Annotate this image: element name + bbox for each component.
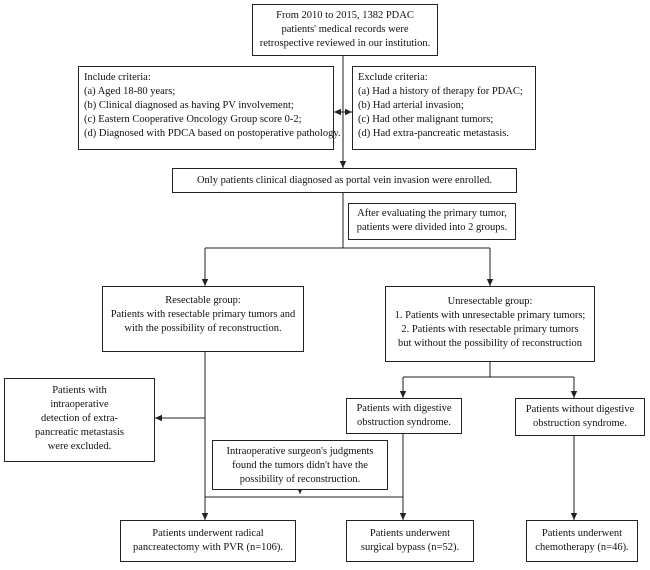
unresectable-line-2: 1. Patients with unresectable primary tu…	[394, 310, 586, 321]
digestive-line-2: obstruction syndrome.	[357, 417, 451, 428]
judgment-line-3: possibility of reconstruction.	[239, 474, 361, 485]
box-resectable-group: Resectable group: Patients with resectab…	[102, 286, 304, 352]
metastasis-line-2: intraoperative	[50, 399, 109, 410]
source-line-3: retrospective reviewed in our institutio…	[259, 38, 431, 49]
box-chemotherapy: Patients underwent chemotherapy (n=46).	[526, 520, 638, 562]
unresectable-line-3: 2. Patients with resectable primary tumo…	[401, 324, 579, 335]
bypass-line-2: surgical bypass (n=52).	[360, 542, 460, 553]
box-surgical-bypass: Patients underwent surgical bypass (n=52…	[346, 520, 474, 562]
box-include-criteria: Include criteria: (a) Aged 18-80 years; …	[78, 66, 341, 150]
radical-line-2: pancreatectomy with PVR (n=106).	[133, 542, 283, 553]
box-enrolled: Only patients clinical diagnosed as port…	[172, 168, 517, 193]
exclude-line-1: Exclude criteria:	[358, 72, 428, 83]
resectable-line-3: with the possibility of reconstruction.	[124, 323, 282, 334]
unresectable-line-1: Unresectable group:	[447, 296, 533, 307]
include-line-1: Include criteria:	[84, 72, 151, 83]
box-radical-pvr: Patients underwent radical pancreatectom…	[120, 520, 296, 562]
enrolled-line-1: Only patients clinical diagnosed as port…	[196, 175, 493, 186]
box-exclude-criteria: Exclude criteria: (a) Had a history of t…	[352, 66, 536, 150]
box-evaluate-primary-tumor: After evaluating the primary tumor, pati…	[348, 203, 516, 240]
chemo-line-2: chemotherapy (n=46).	[535, 542, 629, 553]
evaluate-line-1: After evaluating the primary tumor,	[357, 208, 507, 219]
box-digestive-obstruction: Patients with digestive obstruction synd…	[346, 398, 462, 434]
box-unresectable-group: Unresectable group: 1. Patients with unr…	[385, 286, 595, 362]
unresectable-line-4: but without the possibility of reconstru…	[397, 338, 583, 349]
box-surgeon-judgment: Intraoperative surgeon's judgments found…	[212, 440, 388, 490]
include-line-2: (a) Aged 18-80 years;	[84, 86, 176, 97]
include-line-4: (c) Eastern Cooperative Oncology Group s…	[84, 114, 302, 125]
exclude-line-3: (b) Had arterial invasion;	[358, 100, 464, 111]
source-line-1: From 2010 to 2015, 1382 PDAC	[276, 10, 414, 21]
exclude-line-4: (c) Had other malignant tumors;	[358, 114, 494, 125]
source-line-2: patients' medical records were	[281, 24, 409, 35]
chemo-line-1: Patients underwent	[541, 528, 623, 539]
radical-line-1: Patients underwent radical	[152, 528, 264, 539]
judgment-line-1: Intraoperative surgeon's judgments	[226, 446, 374, 457]
exclude-line-2: (a) Had a history of therapy for PDAC;	[358, 86, 523, 97]
resectable-line-2: Patients with resectable primary tumors …	[110, 309, 296, 320]
exclude-line-5: (d) Had extra-pancreatic metastasis.	[358, 128, 510, 139]
no-digestive-line-1: Patients without digestive	[525, 404, 635, 415]
include-line-5: (d) Diagnosed with PDCA based on postope…	[84, 128, 341, 139]
metastasis-line-5: were excluded.	[47, 441, 112, 452]
digestive-line-1: Patients with digestive	[356, 403, 452, 414]
metastasis-line-3: detection of extra-	[41, 413, 118, 424]
judgment-line-2: found the tumors didn't have the	[232, 460, 368, 471]
metastasis-line-4: pancreatic metastasis	[35, 427, 124, 438]
box-source-records: From 2010 to 2015, 1382 PDAC patients' m…	[252, 4, 438, 56]
bypass-line-1: Patients underwent	[369, 528, 451, 539]
include-line-3: (b) Clinical diagnosed as having PV invo…	[84, 100, 294, 111]
evaluate-line-2: patients were divided into 2 groups.	[356, 222, 508, 233]
no-digestive-line-2: obstruction syndrome.	[533, 418, 627, 429]
box-no-digestive-obstruction: Patients without digestive obstruction s…	[515, 398, 645, 436]
box-metastasis-excluded: Patients with intraoperative detection o…	[4, 378, 155, 462]
resectable-line-1: Resectable group:	[165, 295, 241, 306]
metastasis-line-1: Patients with	[52, 385, 107, 396]
